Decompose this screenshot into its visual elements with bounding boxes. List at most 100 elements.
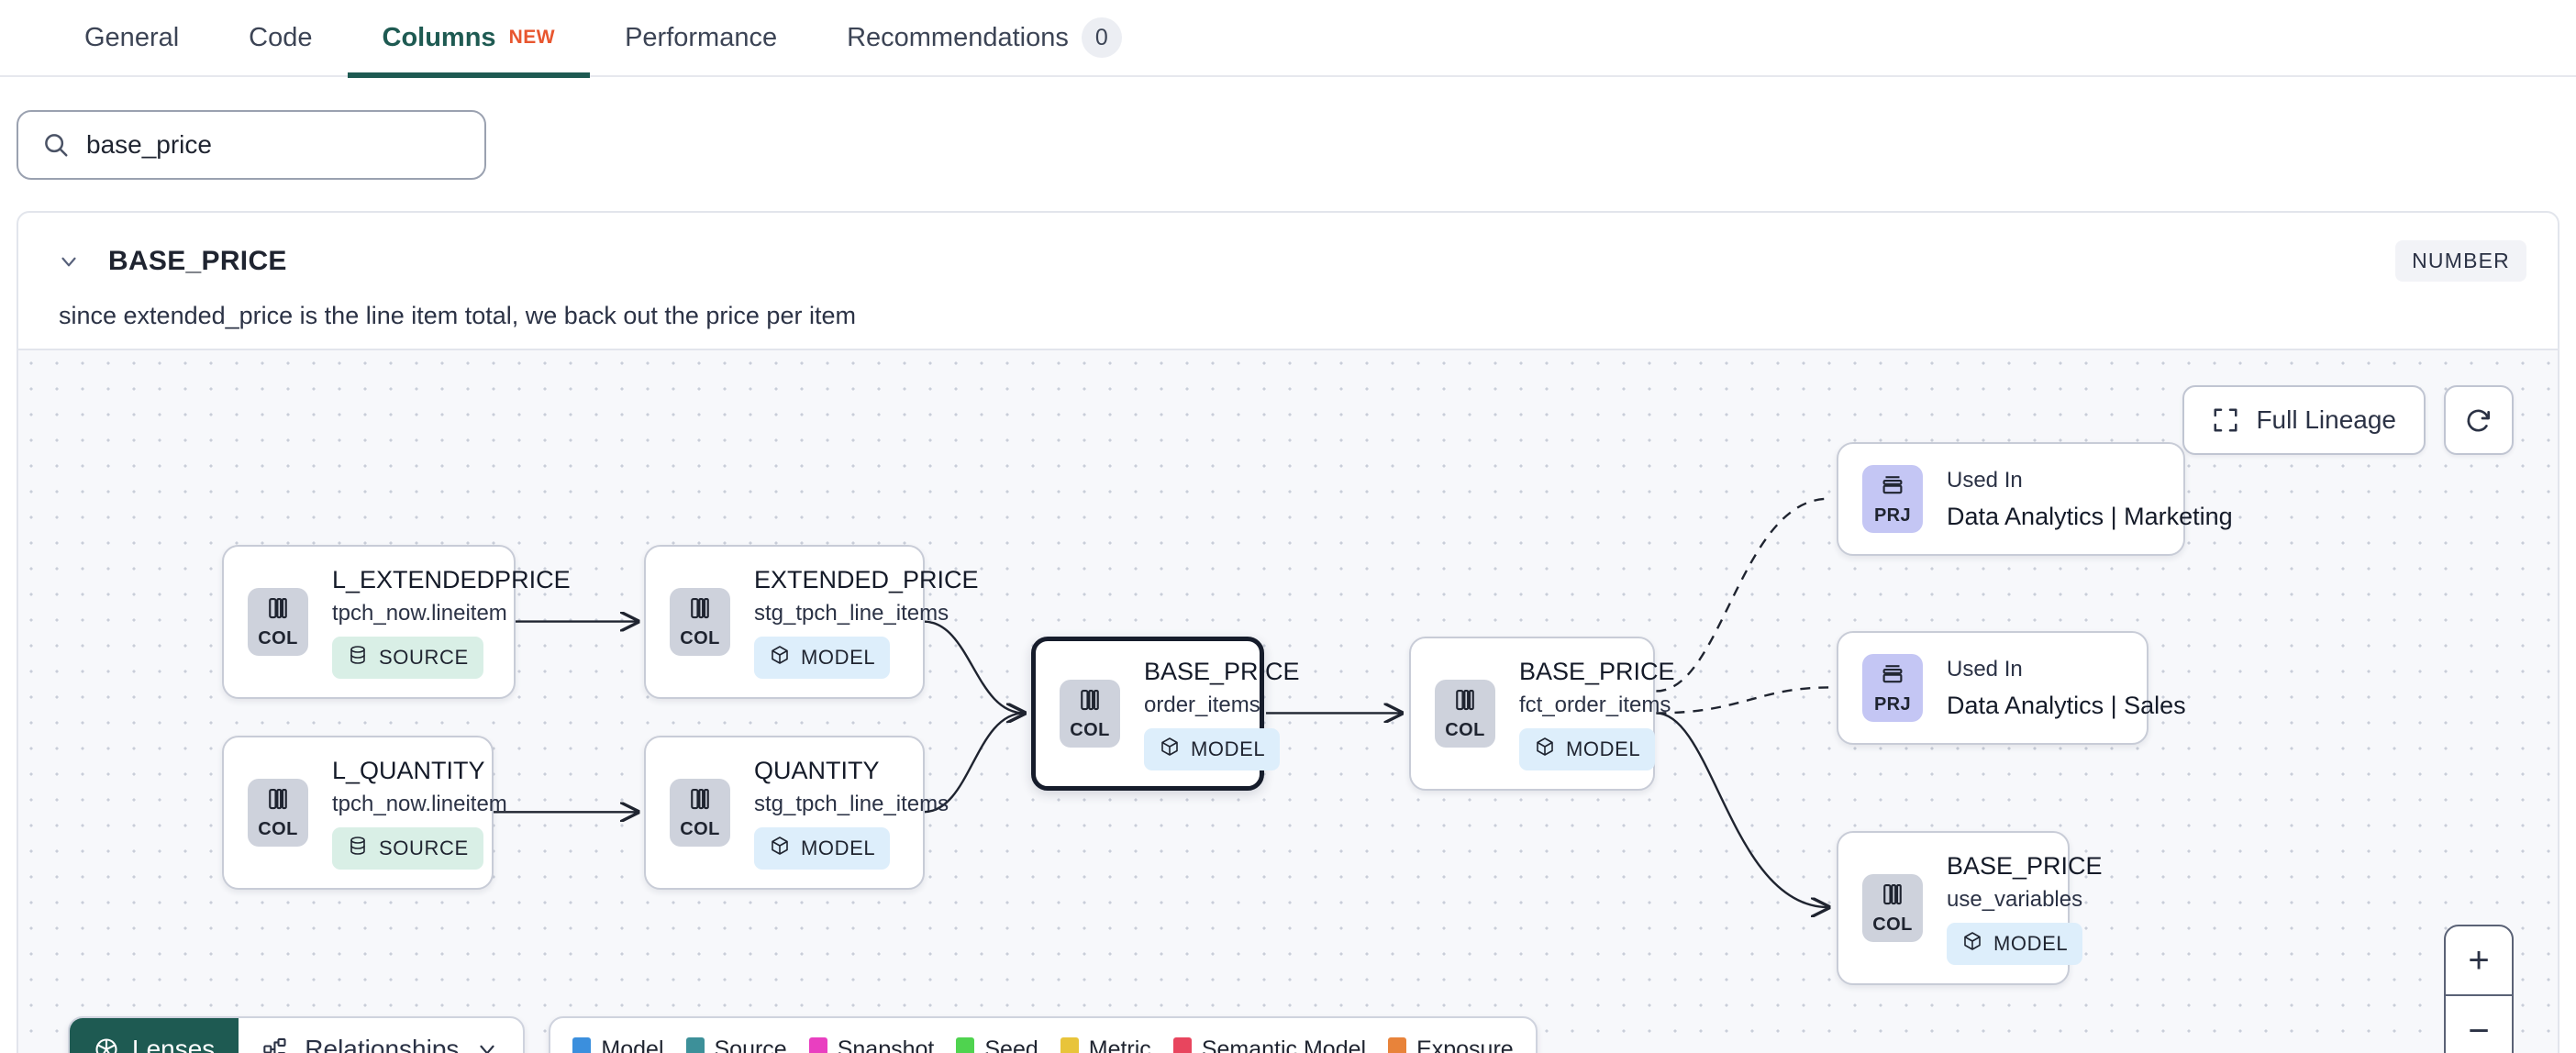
legend-swatch xyxy=(685,1037,705,1053)
legend-item[interactable]: Snapshot xyxy=(808,1036,935,1053)
column-detail-card: BASE_PRICE NUMBER since extended_price i… xyxy=(17,211,2559,1053)
legend-item[interactable]: Model xyxy=(572,1036,664,1053)
node-type-label: SOURCE xyxy=(379,836,469,859)
project-kind-badge: PRJ xyxy=(1862,465,1923,533)
search-value: base_price xyxy=(86,130,212,159)
tab-count-badge: 0 xyxy=(1081,17,1122,58)
legend-item[interactable]: Source xyxy=(685,1036,787,1053)
legend-item[interactable]: Metric xyxy=(1060,1036,1151,1053)
canvas-bottom-toolbar: Lenses Relationships xyxy=(68,1016,1538,1053)
column-kind-label: COL xyxy=(680,628,720,648)
tab-label: Performance xyxy=(625,22,778,52)
lineage-legend: Model Source Snapshot Seed Metric Semantic Mo… xyxy=(549,1016,1538,1053)
node-type-label: MODEL xyxy=(1993,931,2069,955)
project-name: Data Analytics | Marketing xyxy=(1947,502,2233,530)
chevron-down-icon[interactable] xyxy=(50,242,88,281)
relationships-icon xyxy=(262,1036,288,1053)
node-title: L_EXTENDEDPRICE xyxy=(332,565,571,593)
database-icon xyxy=(347,835,369,862)
tab-label: Code xyxy=(249,22,313,52)
legend-item[interactable]: Exposure xyxy=(1388,1036,1514,1053)
node-type-label: SOURCE xyxy=(379,645,469,669)
legend-label: Snapshot xyxy=(837,1036,935,1053)
column-kind-label: COL xyxy=(680,819,720,839)
node-type-badge: SOURCE xyxy=(332,636,483,679)
legend-item[interactable]: Seed xyxy=(956,1036,1038,1053)
column-icon xyxy=(264,594,292,626)
legend-swatch xyxy=(956,1037,975,1053)
column-kind-label: COL xyxy=(258,628,298,648)
search-icon xyxy=(42,131,70,159)
column-kind-label: COL xyxy=(1445,720,1485,740)
tab-performance[interactable]: Performance xyxy=(590,0,812,76)
search-input[interactable]: base_price xyxy=(17,110,486,180)
node-type-badge: MODEL xyxy=(754,636,891,679)
column-kind-badge: COL xyxy=(1060,680,1120,748)
node-type-badge: MODEL xyxy=(1947,922,2083,965)
column-description: since extended_price is the line item to… xyxy=(59,302,856,329)
column-header: BASE_PRICE NUMBER xyxy=(18,213,2558,282)
cube-icon xyxy=(1159,736,1181,763)
column-kind-badge: COL xyxy=(248,779,308,847)
lenses-label: Lenses xyxy=(132,1035,216,1053)
tab-new-badge: NEW xyxy=(508,27,556,48)
expand-icon xyxy=(2212,406,2239,434)
node-type-badge: MODEL xyxy=(1144,727,1281,770)
column-kind-label: COL xyxy=(1070,720,1110,740)
node-subtitle: use_variables xyxy=(1947,886,2083,912)
node-title: QUANTITY xyxy=(754,756,880,784)
tab-general[interactable]: General xyxy=(50,0,214,76)
full-lineage-button[interactable]: Full Lineage xyxy=(2182,385,2426,455)
project-icon xyxy=(1879,660,1906,693)
tab-label: Columns xyxy=(382,22,496,52)
column-kind-badge: COL xyxy=(670,588,730,656)
tab-code[interactable]: Code xyxy=(214,0,347,76)
legend-label: Semantic Model xyxy=(1201,1036,1367,1053)
aperture-icon xyxy=(94,1036,119,1053)
legend-swatch xyxy=(1172,1037,1192,1053)
zoom-controls: + − xyxy=(2444,925,2514,1053)
database-icon xyxy=(347,644,369,671)
canvas-controls: Full Lineage xyxy=(2182,385,2514,455)
relationships-dropdown[interactable]: Relationships xyxy=(239,1018,523,1053)
project-kind-label: PRJ xyxy=(1873,694,1912,715)
node-title: BASE_PRICE xyxy=(1144,657,1300,685)
legend-label: Seed xyxy=(984,1036,1038,1053)
tab-columns[interactable]: Columns NEW xyxy=(347,0,591,78)
node-type-badge: MODEL xyxy=(754,826,891,870)
lenses-group: Lenses Relationships xyxy=(68,1016,526,1053)
search-area: base_price xyxy=(0,77,2576,180)
refresh-button[interactable] xyxy=(2444,385,2514,455)
node-type-badge: SOURCE xyxy=(332,826,483,870)
column-icon xyxy=(1879,881,1906,913)
node-subtitle: tpch_now.lineitem xyxy=(332,791,507,816)
zoom-out-button[interactable]: − xyxy=(2468,1010,2490,1051)
node-title: L_QUANTITY xyxy=(332,756,485,784)
node-type-badge: MODEL xyxy=(1519,727,1656,770)
zoom-in-button[interactable]: + xyxy=(2446,926,2512,996)
column-icon xyxy=(1451,686,1479,718)
legend-item[interactable]: Semantic Model xyxy=(1172,1036,1367,1053)
cube-icon xyxy=(1961,930,1983,958)
column-kind-badge: COL xyxy=(248,588,308,656)
relationships-label: Relationships xyxy=(305,1035,460,1053)
node-subtitle: stg_tpch_line_items xyxy=(754,600,949,626)
lenses-button[interactable]: Lenses xyxy=(70,1018,239,1053)
